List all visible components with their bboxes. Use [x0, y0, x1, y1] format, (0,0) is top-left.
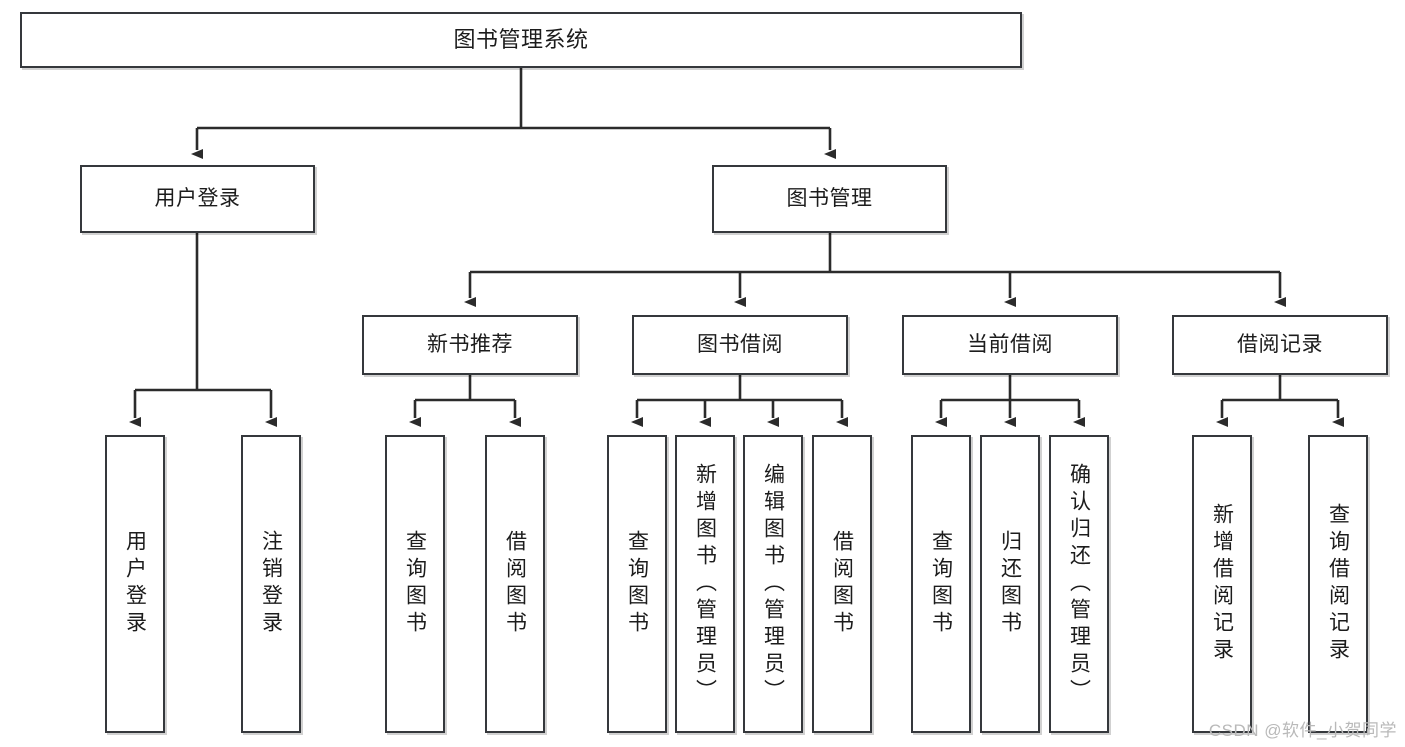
node-book-borrow[interactable]: 图书借阅 — [632, 315, 848, 375]
node-label: 新书推荐 — [427, 332, 513, 356]
leaf-edit-book[interactable]: 编辑图书（管理员） — [743, 435, 803, 733]
node-root-book-management-system[interactable]: 图书管理系统 — [20, 12, 1022, 68]
node-current-borrow[interactable]: 当前借阅 — [902, 315, 1118, 375]
node-label: 查询图书 — [403, 530, 427, 638]
leaf-borrow-book-recommend[interactable]: 借阅图书 — [485, 435, 545, 733]
leaf-logout[interactable]: 注销登录 — [241, 435, 301, 733]
node-label: 注销登录 — [259, 530, 283, 638]
node-label: 新增借阅记录 — [1210, 503, 1234, 665]
node-label: 用户登录 — [123, 530, 147, 638]
node-book-manage[interactable]: 图书管理 — [712, 165, 947, 233]
node-label: 借阅图书 — [503, 530, 527, 638]
node-label: 查询借阅记录 — [1326, 503, 1350, 665]
leaf-user-login[interactable]: 用户登录 — [105, 435, 165, 733]
node-label: 图书借阅 — [697, 332, 783, 356]
node-user-login[interactable]: 用户登录 — [80, 165, 315, 233]
watermark: CSDN @软件_小贺同学 — [1208, 721, 1397, 740]
node-label: 归还图书 — [998, 530, 1022, 638]
leaf-confirm-return[interactable]: 确认归还（管理员） — [1049, 435, 1109, 733]
node-new-book-recommend[interactable]: 新书推荐 — [362, 315, 578, 375]
leaf-query-book-recommend[interactable]: 查询图书 — [385, 435, 445, 733]
node-label: 用户登录 — [154, 186, 241, 210]
node-label: 确认归还（管理员） — [1067, 462, 1091, 706]
leaf-add-borrow-record[interactable]: 新增借阅记录 — [1192, 435, 1252, 733]
leaf-add-book[interactable]: 新增图书（管理员） — [675, 435, 735, 733]
node-label: 图书管理 — [786, 186, 873, 210]
node-label: 编辑图书（管理员） — [761, 462, 785, 706]
node-label: 查询图书 — [625, 530, 649, 638]
leaf-query-book-current[interactable]: 查询图书 — [911, 435, 971, 733]
node-label: 借阅记录 — [1237, 332, 1323, 356]
node-borrow-record[interactable]: 借阅记录 — [1172, 315, 1388, 375]
leaf-borrow-book[interactable]: 借阅图书 — [812, 435, 872, 733]
leaf-query-book-borrow[interactable]: 查询图书 — [607, 435, 667, 733]
node-label: 新增图书（管理员） — [693, 462, 717, 706]
node-label: 图书管理系统 — [453, 27, 589, 53]
leaf-query-borrow-record[interactable]: 查询借阅记录 — [1308, 435, 1368, 733]
node-label: 查询图书 — [929, 530, 953, 638]
node-label: 借阅图书 — [830, 530, 854, 638]
node-label: 当前借阅 — [967, 332, 1053, 356]
leaf-return-book[interactable]: 归还图书 — [980, 435, 1040, 733]
